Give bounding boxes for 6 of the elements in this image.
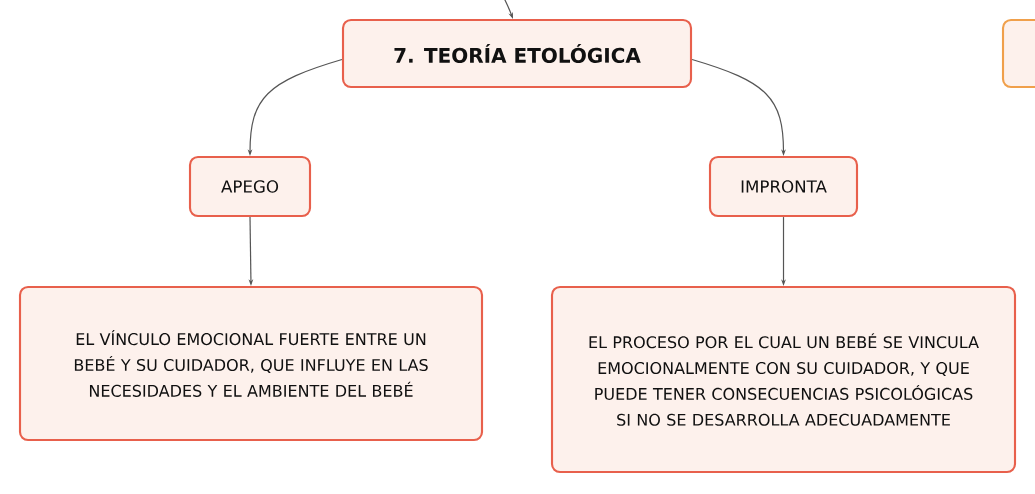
description-box: EL PROCESO POR EL CUAL UN BEBÉ SE VINCULA EMOCIONALMENTE CON SU CUIDADOR, Y QUE PUEDE TENER CONSECUENCIAS PSICOLÓGICAS SI NO SE DESARROLLA ADECUADAMENTE [550, 285, 1017, 474]
topic-box: APEGO [188, 155, 312, 218]
title-box: 7. TEORÍA ETOLÓGICA [341, 18, 693, 89]
description-box: EL VÍNCULO EMOCIONAL FUERTE ENTRE UN BEBÉ Y SU CUIDADOR, QUE INFLUYE EN LAS NECESIDADES Y EL AMBIENTE DEL BEBÉ [18, 285, 484, 442]
partial-box [1001, 18, 1035, 89]
topic-box: IMPRONTA [708, 155, 859, 218]
